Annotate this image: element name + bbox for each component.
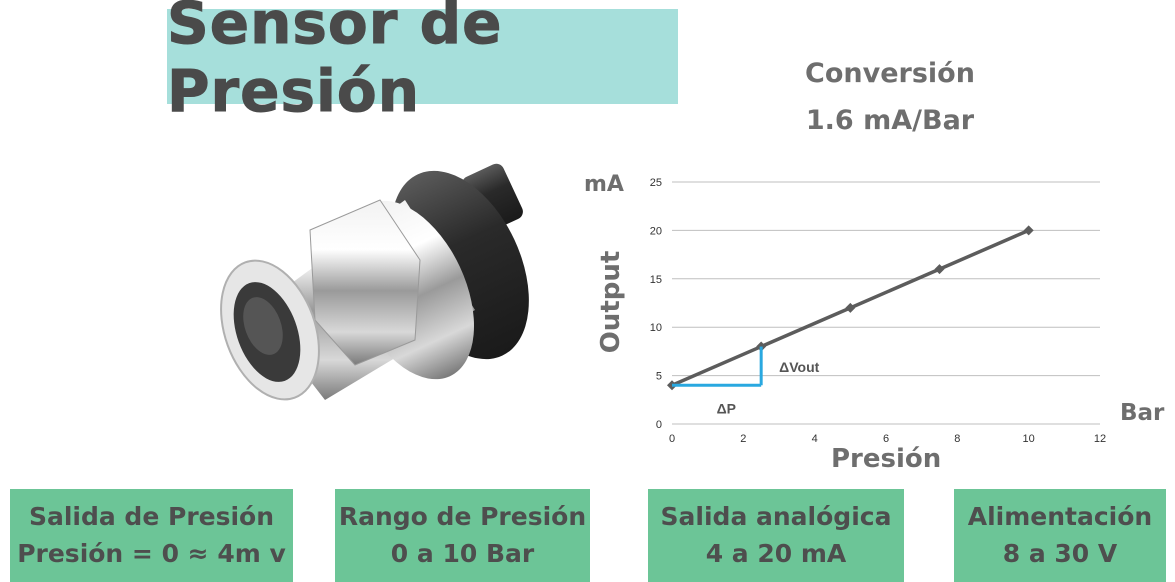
info-box-value: 4 a 20 mA	[705, 539, 847, 568]
conversion-label: Conversión	[805, 58, 975, 89]
info-box-salida-presion: Salida de Presión Presión = 0 ≈ 4m v	[10, 489, 293, 582]
info-box-title: Salida de Presión	[28, 502, 275, 531]
y-tick-label: 5	[656, 371, 662, 383]
info-box-alimentacion: Alimentación 8 a 30 V	[954, 489, 1166, 582]
conversion-value: 1.6 mA/Bar	[805, 105, 975, 136]
x-tick-label: 2	[740, 433, 746, 445]
delta-p-label: ΔP	[717, 400, 736, 416]
info-box-title: Alimentación	[967, 502, 1153, 531]
data-point	[1023, 225, 1034, 236]
x-unit-label: Bar	[1120, 400, 1165, 426]
data-point	[845, 302, 856, 313]
x-tick-label: 0	[669, 433, 675, 445]
data-point	[934, 264, 945, 275]
info-box-rango-presion: Rango de Presión 0 a 10 Bar	[335, 489, 590, 582]
y-tick-label: 10	[650, 322, 662, 334]
info-box-value: Presión = 0 ≈ 4m v	[17, 539, 286, 568]
x-tick-label: 8	[954, 433, 960, 445]
x-tick-label: 12	[1094, 433, 1106, 445]
x-axis-title: Presión	[831, 444, 942, 474]
y-tick-label: 20	[650, 225, 662, 237]
x-tick-label: 10	[1023, 433, 1035, 445]
y-tick-label: 0	[656, 419, 662, 431]
pressure-sensor-image	[220, 163, 529, 401]
page-title: Sensor de Presión	[167, 0, 503, 125]
y-tick-label: 15	[650, 274, 662, 286]
x-tick-label: 4	[812, 433, 818, 445]
y-axis-title: Output	[596, 250, 626, 354]
info-box-salida-analogica: Salida analógica 4 a 20 mA	[648, 489, 904, 582]
info-box-title: Salida analógica	[660, 502, 892, 531]
title-banner: Sensor de Presión	[167, 0, 678, 125]
y-tick-label: 25	[650, 177, 662, 189]
info-box-title: Rango de Presión	[338, 502, 587, 531]
delta-vout-label: ΔVout	[779, 359, 819, 375]
y-unit-label: mA	[584, 172, 624, 197]
info-box-value: 0 a 10 Bar	[390, 539, 535, 568]
info-box-value: 8 a 30 V	[1002, 539, 1118, 568]
x-tick-label: 6	[883, 433, 889, 445]
